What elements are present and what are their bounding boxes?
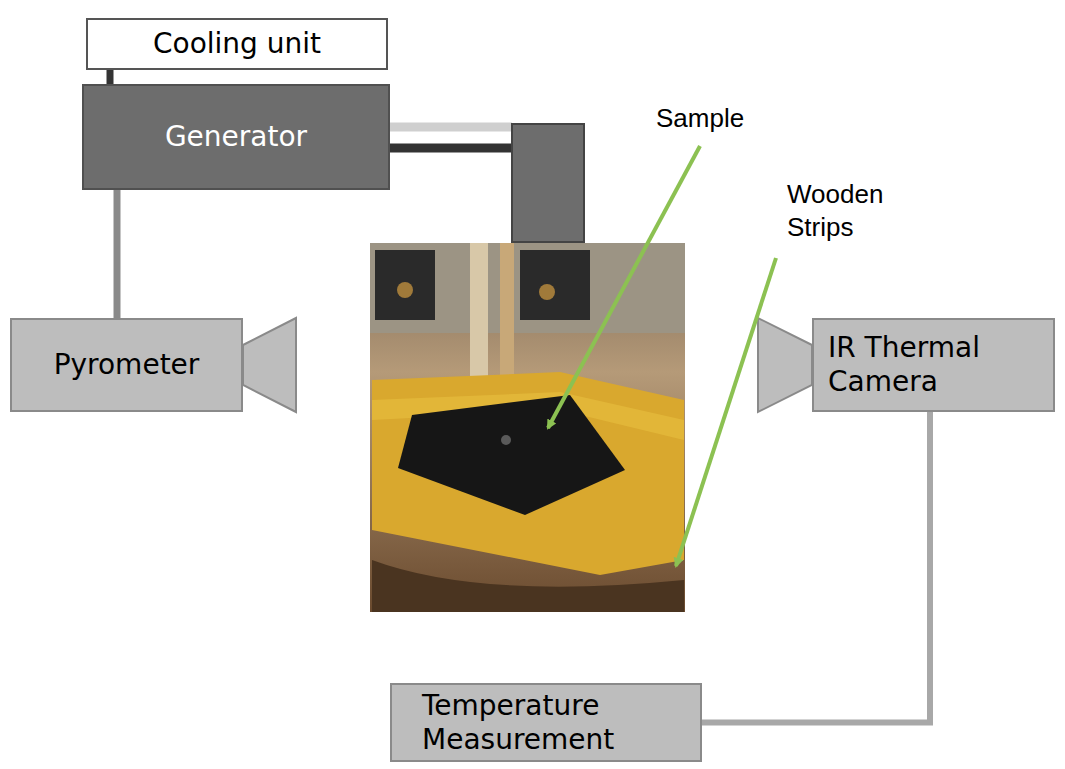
coil-head — [512, 124, 584, 242]
camera-box: IR Thermal Camera — [812, 318, 1055, 412]
leader-arrow — [548, 146, 700, 428]
pyrometer-lens — [243, 318, 296, 412]
coil-cable — [390, 123, 512, 132]
leader-arrow — [676, 258, 776, 566]
part-label: Wooden Strips — [787, 178, 907, 243]
part-label: Sample — [656, 102, 796, 135]
node-label: Cooling unit — [153, 27, 321, 61]
node-label: IR Thermal Camera — [828, 331, 1039, 398]
coil-cable — [390, 144, 512, 153]
sample-photo — [370, 243, 685, 612]
node-label: Temperature Measurement — [422, 689, 670, 756]
measurement-box: Temperature Measurement — [390, 683, 702, 762]
node-label: Generator — [165, 120, 307, 154]
node-label: Pyrometer — [54, 348, 200, 382]
pyrometer-box: Pyrometer — [10, 318, 243, 412]
camera-lens — [758, 318, 812, 412]
connector-line — [107, 70, 114, 84]
connector-line — [114, 190, 121, 318]
unit-box: Cooling unit — [86, 18, 388, 70]
generator-box: Generator — [82, 84, 390, 190]
connector-line — [702, 412, 930, 723]
